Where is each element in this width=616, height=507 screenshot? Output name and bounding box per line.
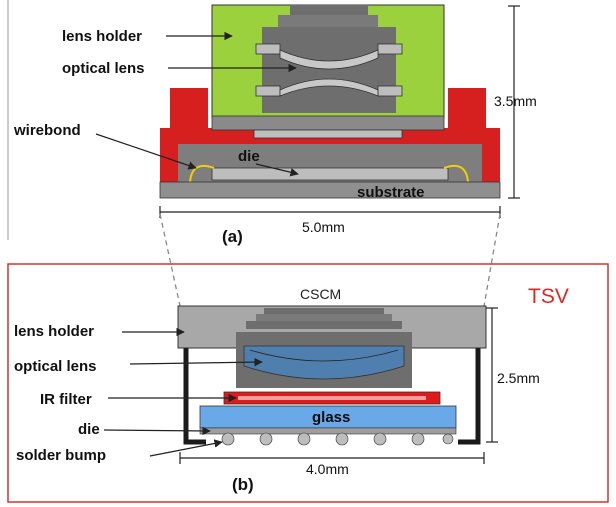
frame-right-b xyxy=(458,348,481,445)
ir-filter-inner-b xyxy=(238,396,426,400)
lens-ring-right-top-a xyxy=(377,43,403,55)
red-housing-left-post xyxy=(170,88,208,130)
substrate-a xyxy=(159,181,501,199)
optical-lens-b xyxy=(243,345,405,380)
dim-height-a: 3.5mm xyxy=(494,93,537,109)
optical-lens-top-a xyxy=(279,49,379,70)
barrel-body-a xyxy=(262,27,396,113)
dim-height-b: 2.5mm xyxy=(497,370,540,386)
holder-base-a xyxy=(211,115,445,131)
projection-left xyxy=(159,213,181,307)
optical-lens-curve-b xyxy=(249,349,399,362)
solder-bump xyxy=(411,432,425,446)
solder-bump xyxy=(335,432,349,446)
lens-ring-left-top-a xyxy=(255,43,281,55)
arrow-die-a xyxy=(255,163,299,177)
lens-ring-right-bot-a xyxy=(377,85,403,97)
label-optical-lens-a: optical lens xyxy=(62,60,145,77)
barrel-cap-b xyxy=(264,308,384,314)
solder-bump xyxy=(297,432,311,446)
label-glass-b: glass xyxy=(312,409,350,426)
diagram-b: lens holder optical lens IR filter glass… xyxy=(14,305,540,494)
label-wirebond-a: wirebond xyxy=(13,122,81,139)
wirebond-right-a xyxy=(443,164,469,183)
dim-width-a: 5.0mm xyxy=(302,219,345,235)
solder-bump xyxy=(221,432,235,446)
caption-a: (a) xyxy=(222,227,243,246)
projection-right xyxy=(483,213,501,307)
lens-ring-left-bot-a xyxy=(255,85,281,97)
red-housing-right-post xyxy=(448,88,486,130)
label-lens-holder-b: lens holder xyxy=(14,323,94,340)
barrel-step1-b xyxy=(256,314,392,321)
ir-window-a xyxy=(253,129,403,139)
diagram-a: lens holder optical lens wirebond die su… xyxy=(13,4,537,246)
label-solder-bump-b: solder bump xyxy=(16,447,106,464)
label-ir-filter-b: IR filter xyxy=(40,391,92,408)
arrow-die-b xyxy=(103,426,211,436)
caption-b: (b) xyxy=(232,475,254,494)
die-a xyxy=(211,167,449,181)
label-optical-lens-b: optical lens xyxy=(14,358,97,375)
frame-left-b xyxy=(183,348,206,445)
wirebond-left-a xyxy=(189,164,215,183)
label-lens-holder-a: lens holder xyxy=(62,28,142,45)
arrow-solder-bump-b xyxy=(149,439,223,457)
label-die-a: die xyxy=(238,148,260,165)
solder-bump xyxy=(259,432,273,446)
cscm-title: CSCM xyxy=(300,286,341,302)
panel-b-border xyxy=(7,263,609,503)
solder-bump xyxy=(373,432,387,446)
label-substrate-a: substrate xyxy=(357,184,425,201)
tsv-tag: TSV xyxy=(528,285,569,308)
arrow-wirebond-a xyxy=(95,133,197,170)
optical-lens-bottom-a xyxy=(279,78,379,97)
solder-bumps-b xyxy=(221,432,454,446)
barrel-cap-a xyxy=(290,5,368,15)
solder-bump xyxy=(442,433,454,445)
arrow-optical-lens-b xyxy=(129,357,263,367)
barrel-step2-b xyxy=(246,321,402,329)
barrel-step-a xyxy=(278,15,378,27)
dim-width-b: 4.0mm xyxy=(306,461,349,477)
label-die-b: die xyxy=(78,421,100,438)
